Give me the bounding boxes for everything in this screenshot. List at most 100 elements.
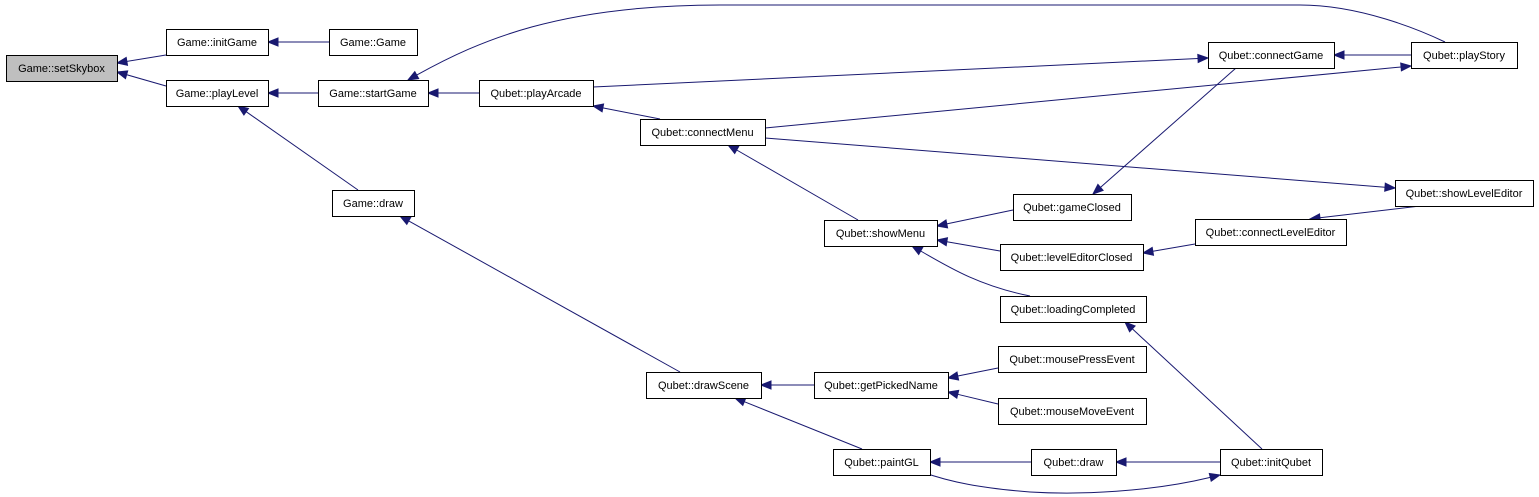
edge-n19-to-n10: [398, 215, 681, 373]
edge-n6-to-n5: [426, 88, 479, 98]
graph-node[interactable]: Qubet::levelEditorClosed: [1000, 244, 1144, 271]
edge-line: [245, 111, 359, 191]
edge-line: [736, 149, 859, 221]
node-box: [1000, 296, 1147, 323]
node-box: [6, 55, 118, 82]
graph-node[interactable]: Qubet::connectGame: [1208, 42, 1335, 69]
node-label: Game::initGame: [177, 37, 257, 49]
graph-node[interactable]: Qubet::mouseMoveEvent: [998, 398, 1147, 425]
node-box: [814, 372, 949, 399]
node-label: Qubet::getPickedName: [824, 380, 938, 392]
edge-n12-to-n11: [935, 209, 1014, 229]
node-label: Qubet::showMenu: [836, 228, 925, 240]
node-label: Qubet::mouseMoveEvent: [1010, 406, 1134, 418]
node-label: Game::startGame: [329, 88, 416, 100]
graph-node[interactable]: Qubet::mousePressEvent: [998, 346, 1147, 373]
edge-line: [764, 66, 1402, 129]
graph-node[interactable]: Game::initGame: [166, 29, 269, 56]
edge-line: [921, 471, 1211, 494]
arrowhead: [726, 144, 740, 155]
edge-n7-to-n9: [764, 62, 1413, 129]
graph-node[interactable]: Qubet::draw: [1031, 449, 1117, 476]
arrowhead: [236, 105, 250, 116]
edge-n23-to-n21: [921, 471, 1222, 494]
edge-line: [920, 250, 1031, 297]
edge-n17-to-n20: [946, 367, 999, 381]
edge-line: [408, 220, 681, 373]
node-label: Qubet::playArcade: [490, 88, 581, 100]
node-label: Game::setSkybox: [18, 63, 105, 75]
edge-n2-to-n1: [115, 54, 167, 66]
graph-node[interactable]: Game::startGame: [318, 80, 429, 107]
edge-n6-to-n8: [592, 53, 1210, 88]
node-label: Qubet::playStory: [1423, 50, 1505, 62]
graph-node[interactable]: Game::Game: [329, 29, 418, 56]
node-box: [1031, 449, 1117, 476]
graph-node[interactable]: Game::playLevel: [166, 80, 269, 107]
edge-line: [126, 54, 167, 62]
edge-n9-to-n5: [406, 4, 1446, 81]
graph-node[interactable]: Qubet::initQubet: [1220, 449, 1323, 476]
edge-line: [416, 4, 1446, 76]
graph-node[interactable]: Qubet::loadingCompleted: [1000, 296, 1147, 323]
node-label: Game::Game: [340, 37, 406, 49]
graph-node[interactable]: Qubet::drawScene: [646, 372, 762, 399]
graph-node[interactable]: Qubet::playStory: [1411, 42, 1518, 69]
node-box: [1395, 180, 1534, 207]
edge-n13-to-n11: [935, 237, 1001, 252]
node-box: [1000, 244, 1144, 271]
graph-node[interactable]: Game::draw: [332, 190, 415, 217]
edge-n14-to-n13: [1141, 243, 1196, 256]
arrowhead: [935, 237, 949, 247]
graph-node[interactable]: Qubet::gameClosed: [1013, 194, 1132, 221]
arrowhead: [591, 103, 605, 113]
node-box: [998, 346, 1147, 373]
node-box: [318, 80, 429, 107]
node-label: Qubet::initQubet: [1231, 457, 1311, 469]
node-box: [998, 398, 1147, 425]
arrowhead: [946, 389, 960, 400]
node-box: [1220, 449, 1323, 476]
edge-n23-to-n16: [1124, 321, 1263, 450]
edge-line: [946, 209, 1014, 225]
node-box: [824, 220, 938, 247]
arrowhead: [1400, 62, 1413, 72]
arrowhead: [1124, 321, 1136, 333]
edge-n18-to-n20: [946, 389, 999, 405]
node-label: Qubet::paintGL: [844, 457, 919, 469]
node-box: [1195, 219, 1347, 246]
node-label: Qubet::mousePressEvent: [1009, 354, 1134, 366]
arrowhead: [266, 88, 279, 98]
graph-node[interactable]: Qubet::connectLevelEditor: [1195, 219, 1347, 246]
node-label: Qubet::gameClosed: [1023, 202, 1121, 214]
node-box: [646, 372, 762, 399]
arrowhead: [398, 215, 412, 226]
arrowhead: [910, 245, 924, 256]
graph-node[interactable]: Game::setSkybox: [6, 55, 118, 82]
graph-node[interactable]: Qubet::getPickedName: [814, 372, 949, 399]
edge-line: [1131, 328, 1263, 450]
arrowhead: [1208, 472, 1222, 483]
edge-line: [602, 107, 661, 120]
graph-node[interactable]: Qubet::connectMenu: [640, 119, 766, 146]
node-box: [833, 449, 931, 476]
graph-node[interactable]: Qubet::playArcade: [479, 80, 594, 107]
edge-n9-to-n8: [1332, 50, 1411, 60]
edge-n5-to-n4: [266, 88, 318, 98]
edge-line: [957, 367, 999, 377]
node-box: [479, 80, 594, 107]
graph-node[interactable]: Qubet::showLevelEditor: [1395, 180, 1534, 207]
arrowhead: [115, 70, 129, 80]
edge-line: [946, 241, 1001, 252]
arrowhead: [1141, 246, 1155, 256]
node-box: [1208, 42, 1335, 69]
edges: [115, 4, 1446, 494]
graph-node[interactable]: Qubet::paintGL: [833, 449, 931, 476]
edge-n7-to-n6: [591, 103, 661, 120]
graph-node[interactable]: Qubet::showMenu: [824, 220, 938, 247]
node-box: [332, 190, 415, 217]
arrowhead: [1332, 50, 1345, 60]
edge-n20-to-n19: [759, 380, 814, 390]
node-label: Game::draw: [343, 198, 403, 210]
